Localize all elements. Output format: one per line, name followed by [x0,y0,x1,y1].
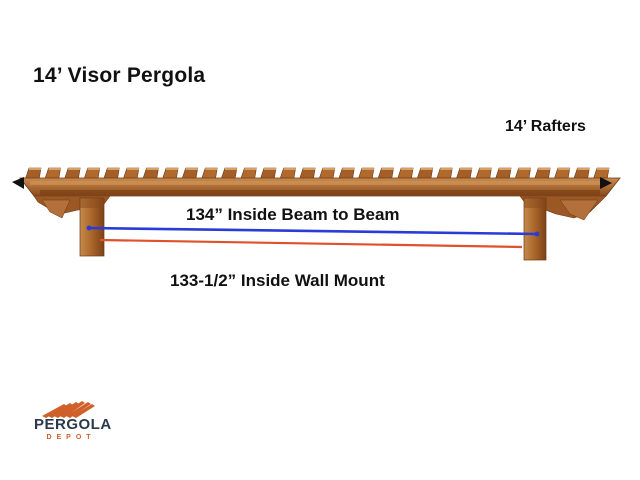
pergola-logo-icon [42,401,95,418]
right-arrow-icon [600,177,612,189]
logo-sub: DEPOT [46,434,96,441]
rafter-highlight [185,168,198,170]
rafter-highlight [29,168,41,170]
rafter-highlight [538,168,551,170]
rafter-highlight [479,168,492,170]
rafter-highlight [283,168,296,170]
rafter-highlight [381,168,394,170]
rafter-highlight [597,168,609,170]
rafter-highlight [224,168,237,170]
right-post [523,197,547,261]
beam-dimension-line [87,226,539,236]
rafter-highlight [303,168,316,170]
rafter-highlight [557,168,570,170]
rafter-highlight [146,168,159,170]
rafter-highlight [518,168,531,170]
rafter-highlight [499,168,512,170]
rafter-highlight [244,168,257,170]
rafter-highlight [322,168,335,170]
rafter-highlight [342,168,355,170]
wall-mount-label: 133-1/2” Inside Wall Mount [170,271,385,290]
rafter-highlight [87,168,100,170]
rafter-highlight [401,168,414,170]
pergola-depot-logo: PERGOLA DEPOT [34,398,118,444]
rafter-highlight [166,168,179,170]
rafter-highlight [440,168,453,170]
rafter-highlight [459,168,472,170]
left-arrow-icon [12,177,24,189]
main-beam [19,177,621,197]
rafter-highlight [126,168,139,170]
rafter-highlight [48,168,61,170]
logo-name: PERGOLA [34,416,112,433]
rafter-highlight [577,168,590,170]
page-title: 14’ Visor Pergola [33,64,206,87]
rafter-highlight [264,168,277,170]
rafter-highlight [68,168,81,170]
rafter-row [24,167,610,181]
rafter-highlight [205,168,218,170]
rafter-highlight [420,168,433,170]
rafters-label: 14’ Rafters [505,118,586,135]
wall-dimension-line [99,238,523,249]
rafter-highlight [361,168,374,170]
beam-to-beam-label: 134” Inside Beam to Beam [186,205,400,224]
rafter-highlight [107,168,120,170]
